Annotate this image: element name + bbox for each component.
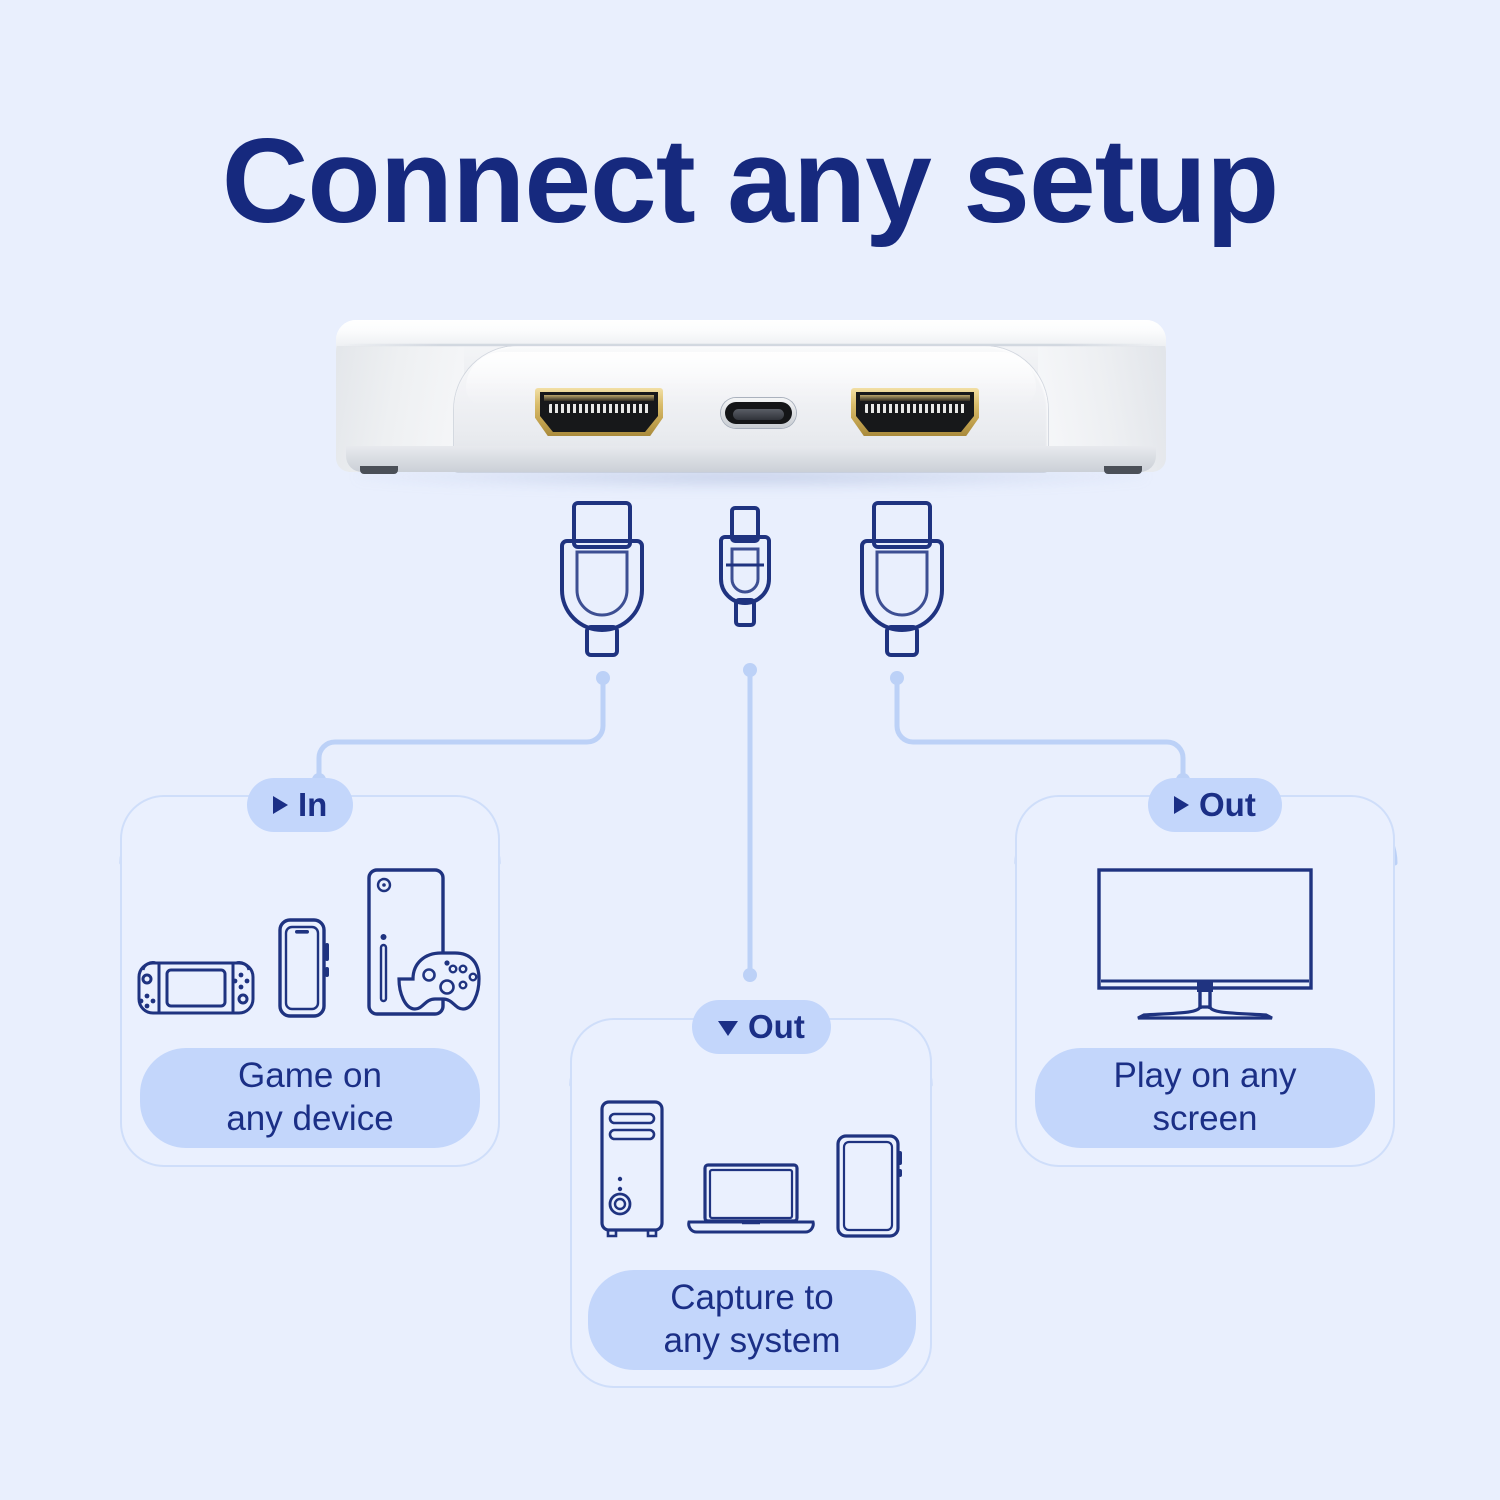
monitor-icon	[1096, 867, 1314, 1026]
label-line-1: Play on any	[1113, 1056, 1297, 1096]
wire-dot	[596, 671, 610, 685]
label-capture-to-any-system: Capture to any system	[588, 1270, 916, 1370]
badge-capture-label: Out	[748, 1008, 805, 1045]
laptop-icon	[686, 1159, 816, 1244]
game-controller-icon	[397, 951, 481, 1011]
display-device-icons	[1015, 846, 1395, 1026]
label-line-2: screen	[1152, 1099, 1258, 1138]
wire-dot	[890, 671, 904, 685]
game-console-icon	[355, 867, 483, 1024]
badge-play-label: Out	[1199, 786, 1256, 823]
badge-in-label: In	[298, 786, 328, 823]
wire-dot	[743, 968, 757, 982]
hdmi-pins	[865, 404, 965, 413]
capture-device-icons	[570, 1072, 932, 1244]
device-shadow	[356, 468, 1146, 490]
capture-card-device	[336, 320, 1166, 490]
badge-capture: Out	[692, 1000, 831, 1054]
page-title: Connect any setup	[221, 114, 1280, 248]
triangle-right-icon	[1174, 796, 1189, 814]
label-play-on-any-screen: Play on any screen	[1035, 1048, 1375, 1148]
handheld-console-icon	[137, 957, 255, 1024]
hdmi-plug-icon	[560, 500, 644, 663]
smartphone-icon	[277, 917, 333, 1024]
label-line-1: Capture to	[670, 1278, 834, 1318]
triangle-right-icon	[273, 796, 288, 814]
badge-play: Out	[1148, 778, 1282, 832]
input-device-icons	[120, 854, 500, 1024]
device-foot-right	[1104, 466, 1142, 474]
hdmi-port-out	[851, 388, 979, 436]
label-line-2: any device	[226, 1099, 394, 1138]
usb-c-tongue	[733, 409, 784, 420]
hdmi-port-in	[535, 388, 663, 436]
desktop-tower-icon	[596, 1099, 668, 1244]
hdmi-pins	[549, 404, 649, 413]
usb-c-port	[721, 398, 796, 428]
label-line-1: Game on	[238, 1056, 382, 1096]
usb-c-plug-icon	[718, 505, 772, 655]
hdmi-plug-icon	[860, 500, 944, 663]
triangle-down-icon	[718, 1021, 738, 1036]
tablet-icon	[834, 1133, 906, 1244]
device-base	[346, 446, 1156, 472]
device-top-surface	[336, 320, 1166, 346]
badge-in: In	[247, 778, 354, 832]
hdmi-lip	[860, 395, 970, 401]
hdmi-lip	[544, 395, 654, 401]
wire-dot	[743, 663, 757, 677]
label-line-2: any system	[663, 1321, 841, 1360]
device-foot-left	[360, 466, 398, 474]
device-top-seam	[342, 344, 1160, 346]
label-game-on-any-device: Game on any device	[140, 1048, 480, 1148]
